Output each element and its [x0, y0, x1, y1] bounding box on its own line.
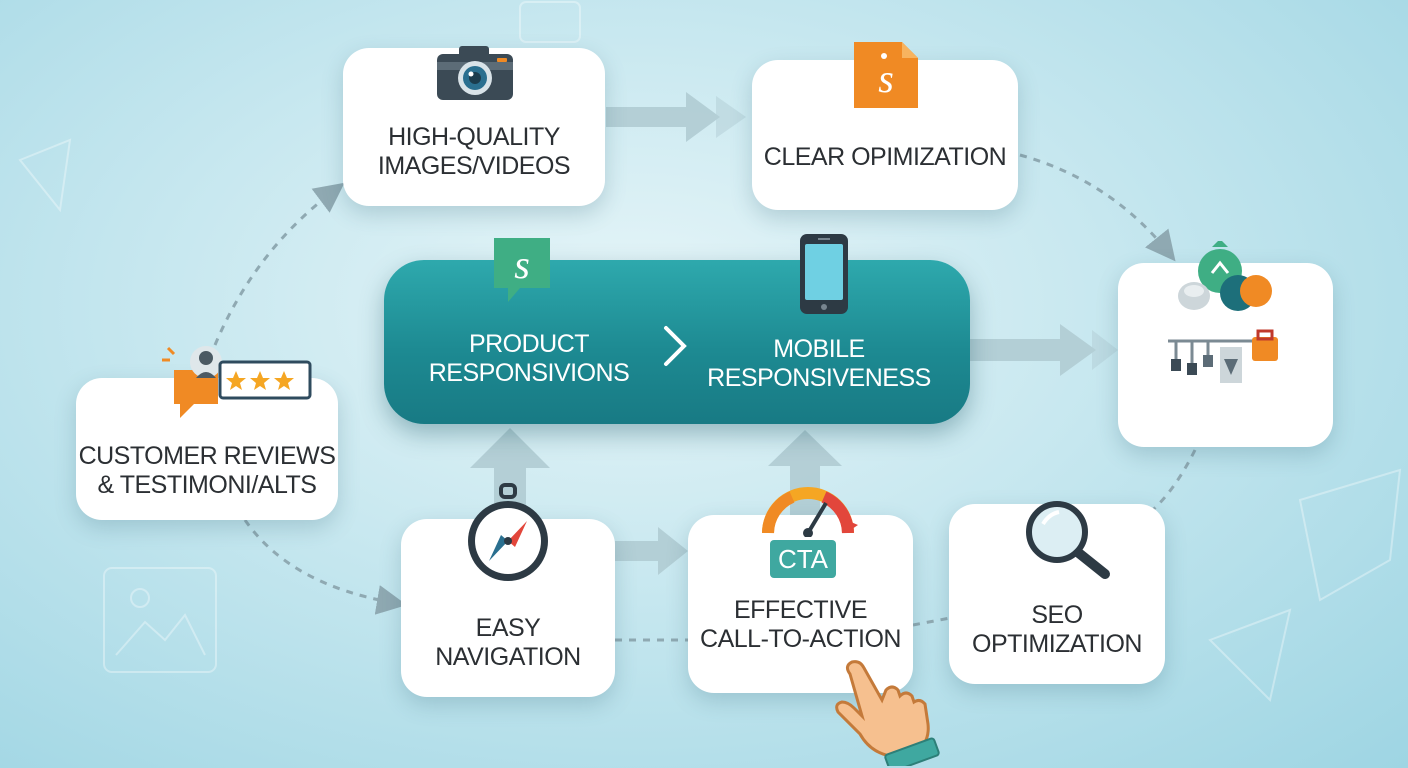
hub-right-label: MOBILE RESPONSIVENESS — [707, 335, 931, 392]
node-clear-opimization: s CLEAR OPIMIZATION — [752, 42, 1018, 210]
node-analytics — [1118, 241, 1333, 447]
node-easy-navigation-label: EASY NAVIGATION — [435, 614, 581, 671]
arrow-navigation-to-cta — [615, 527, 688, 575]
cta-badge: CTA — [770, 540, 836, 578]
pointing-hand-icon — [835, 660, 940, 766]
dashed-arrow-clear-to-analytics — [1019, 153, 1176, 262]
node-images-videos: HIGH-QUALITY IMAGES/VIDEOS — [343, 46, 605, 206]
node-easy-navigation: EASY NAVIGATION — [401, 483, 615, 697]
node-effective-cta: CTA EFFECTIVE CALL-TO-ACTION — [688, 487, 913, 693]
svg-text:s: s — [514, 242, 530, 287]
star-rating-icon — [162, 346, 312, 418]
camera-icon — [437, 46, 513, 100]
magnifier-icon — [1026, 501, 1110, 579]
node-clear-opimization-label: CLEAR OPIMIZATION — [763, 143, 1007, 171]
chevron-right-icon — [664, 326, 687, 366]
arrow-hub-to-analytics — [970, 324, 1118, 376]
node-images-videos-label: HIGH-QUALITY IMAGES/VIDEOS — [377, 123, 571, 180]
gauge-icon — [762, 487, 858, 537]
central-hub: s PRODUCT RESPONSIVIONS MOBILE RESPONSIV… — [384, 234, 970, 424]
dashed-link-cta-to-seo — [912, 616, 951, 627]
analytics-icon — [1168, 241, 1278, 383]
dashed-arrow-reviews-to-images — [213, 182, 345, 346]
document-icon: s — [854, 42, 918, 108]
node-customer-reviews-label: CUSTOMER REVIEWS & TESTIMONI/ALTS — [78, 442, 336, 499]
node-seo-optimization-label: SEO OPTIMIZATION — [972, 601, 1142, 658]
node-customer-reviews: CUSTOMER REVIEWS & TESTIMONI/ALTS — [76, 346, 338, 520]
svg-text:s: s — [878, 56, 894, 101]
speech-bubble-icon: s — [494, 238, 550, 302]
dashed-arrow-reviews-to-navigation — [243, 519, 407, 615]
hub-left-label: PRODUCT RESPONSIVIONS — [428, 330, 630, 387]
arrow-images-to-clear — [606, 92, 746, 142]
node-seo-optimization: SEO OPTIMIZATION — [949, 501, 1165, 684]
smartphone-icon — [800, 234, 848, 314]
compass-icon — [468, 483, 548, 581]
node-effective-cta-label: EFFECTIVE CALL-TO-ACTION — [700, 596, 901, 653]
